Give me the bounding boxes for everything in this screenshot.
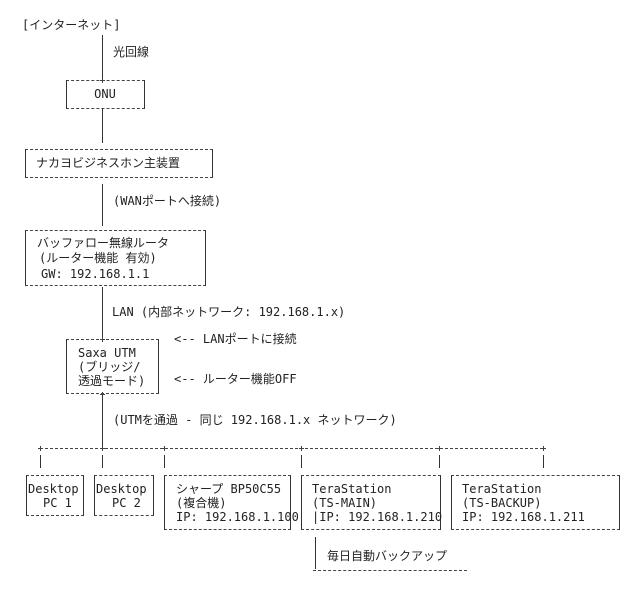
router-utm-line: [102, 287, 103, 339]
utm-mode2: 透過モード): [78, 374, 146, 388]
junction-plus: [38, 446, 43, 451]
onu-pbx-line: [102, 109, 103, 143]
device-name: シャープ BP50C55: [176, 482, 282, 496]
drop-line: [40, 455, 41, 468]
junction-plus: [162, 446, 167, 451]
drop-line: [102, 455, 103, 468]
device-name: TeraStation: [462, 482, 542, 496]
router-gw: GW: 192.168.1.1: [41, 267, 150, 281]
pbx-label: ナカヨビジネスホン主装置: [36, 156, 181, 170]
utm-box: Saxa UTM (ブリッジ/ 透過モード): [66, 339, 159, 394]
device-subname: PC 2: [112, 496, 141, 510]
wan-label: (WANポートへ接続): [113, 194, 222, 208]
backup-line: [315, 537, 316, 569]
junction-plus: [100, 337, 105, 342]
junction-plus: [100, 78, 105, 83]
pbx-router-line: [102, 184, 103, 226]
backup-label: 毎日自動バックアップ: [327, 549, 448, 563]
utm-pass-label: (UTMを通過 - 同じ 192.168.1.x ネットワーク): [113, 413, 397, 427]
drop-line: [543, 455, 544, 468]
utm-note-lan: <-- LANポートに接続: [174, 332, 297, 346]
device-subname: PC 1: [43, 496, 72, 510]
device-desktop-pc1: Desktop PC 1: [26, 475, 84, 516]
device-ip: IP: 192.168.1.100: [176, 510, 299, 524]
junction-plus: [100, 446, 105, 451]
device-name: Desktop: [28, 482, 79, 496]
device-name: TeraStation: [312, 482, 392, 496]
onu-box: ONU: [66, 80, 145, 109]
router-mode: (ルーター機能 有効): [39, 251, 157, 265]
router-box: バッファロー無線ルータ (ルーター機能 有効) GW: 192.168.1.1: [25, 230, 206, 286]
utm-bus-line: [102, 395, 103, 448]
utm-name: Saxa UTM: [78, 346, 136, 360]
drop-line: [439, 455, 440, 468]
lan-label: LAN (内部ネットワーク: 192.168.1.x): [112, 305, 346, 319]
device-sharp-mfp: シャープ BP50C55 (複合機) IP: 192.168.1.100: [164, 475, 299, 530]
fiber-label: 光回線: [113, 45, 150, 59]
junction-plus: [541, 446, 546, 451]
junction-plus: [100, 392, 105, 397]
pbx-box: ナカヨビジネスホン主装置: [25, 149, 213, 178]
router-name: バッファロー無線ルータ: [37, 236, 170, 250]
utm-note-router-off: <-- ルーター機能OFF: [174, 372, 297, 386]
drop-line: [164, 455, 165, 468]
internet-label: [インターネット]: [22, 18, 121, 32]
backup-bottom-line: [313, 570, 467, 571]
device-type: (複合機): [176, 496, 227, 510]
drop-line: [301, 455, 302, 468]
fiber-line: [102, 35, 103, 79]
utm-mode1: (ブリッジ/: [78, 360, 141, 374]
device-ip: IP: 192.168.1.211: [462, 510, 585, 524]
device-desktop-pc2: Desktop PC 2: [94, 475, 154, 516]
device-terastation-backup: TeraStation (TS-BACKUP) IP: 192.168.1.21…: [451, 475, 620, 530]
junction-plus: [299, 446, 304, 451]
device-name: Desktop: [96, 482, 147, 496]
onu-label: ONU: [94, 87, 116, 101]
device-id: (TS-BACKUP): [462, 496, 542, 510]
device-ip: |IP: 192.168.1.210: [312, 510, 443, 524]
device-terastation-main: TeraStation (TS-MAIN) |IP: 192.168.1.210: [301, 475, 443, 530]
device-id: (TS-MAIN): [312, 496, 378, 510]
bus-line: [40, 448, 543, 449]
junction-plus: [437, 446, 442, 451]
